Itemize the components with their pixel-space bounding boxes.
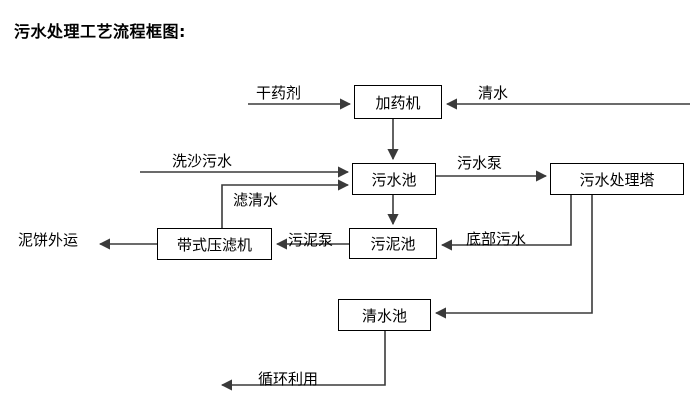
node-belt-filter-press[interactable]: 带式压滤机 [157, 228, 272, 260]
edge-tower-to-sludge [440, 195, 572, 251]
edge-clear-pool-to-recycle [220, 331, 386, 391]
terminal-mud-cake-transport: 泥饼外运 [18, 231, 79, 249]
edge-label-bottom-sewage: 底部污水 [466, 230, 527, 248]
terminal-clean-water-input: 清水 [478, 84, 509, 102]
node-label: 污水池 [371, 170, 417, 189]
node-label: 清水池 [361, 306, 407, 325]
edge-filtered-water-to-pool [221, 179, 350, 228]
node-label: 加药机 [375, 93, 421, 112]
node-label: 污泥池 [370, 235, 416, 253]
node-treatment-tower[interactable]: 污水处理塔 [550, 163, 684, 195]
node-label: 污水处理塔 [579, 170, 655, 189]
node-dosing-machine[interactable]: 加药机 [354, 85, 442, 119]
page-title: 污水处理工艺流程框图: [14, 22, 186, 41]
edge-label-filtered-water: 滤清水 [233, 191, 279, 209]
node-clear-water-pool[interactable]: 清水池 [338, 299, 431, 331]
edge-label-recycle-use: 循环利用 [258, 370, 319, 388]
edge-label-sludge-pump: 污泥泵 [288, 231, 334, 249]
edge-label-sewage-pump: 污水泵 [457, 154, 503, 172]
node-sewage-pool[interactable]: 污水池 [352, 163, 436, 195]
terminal-dry-chemical: 干药剂 [256, 84, 302, 102]
node-sludge-pool[interactable]: 污泥池 [349, 228, 437, 259]
edge-tower-to-clear-pool [434, 195, 593, 319]
terminal-sand-washing-wastewater: 洗沙污水 [172, 152, 233, 170]
node-label: 带式压滤机 [176, 235, 252, 254]
